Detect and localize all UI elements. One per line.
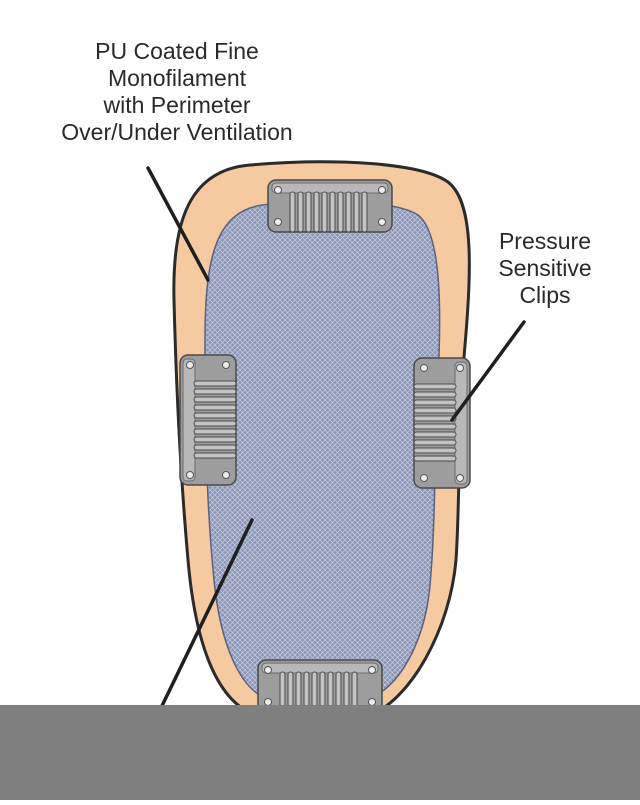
- callout-line-mono-center: [158, 518, 254, 712]
- label-line: Pressure: [498, 228, 592, 254]
- callout-line-clips: [450, 320, 526, 422]
- callout-line-mono-edge: [146, 166, 210, 282]
- right-clip: [413, 357, 471, 489]
- left-clip: [179, 354, 237, 486]
- label-line: with Perimeter: [103, 92, 251, 118]
- label-line: Clips: [519, 282, 571, 308]
- top-clip: [267, 179, 393, 233]
- label-pressure-sensitive-clips: Pressure Sensitive Clips: [470, 228, 620, 309]
- label-line: PU Coated Fine: [95, 38, 259, 64]
- bottom-band: [0, 705, 640, 800]
- label-line: Sensitive: [498, 255, 592, 281]
- label-line: Monofilament: [107, 65, 247, 91]
- monofilament-center: [204, 200, 441, 701]
- label-line: Over/Under Ventilation: [61, 119, 293, 145]
- label-pu-coated-monofilament: PU Coated Fine Monofilament with Perimet…: [0, 38, 354, 146]
